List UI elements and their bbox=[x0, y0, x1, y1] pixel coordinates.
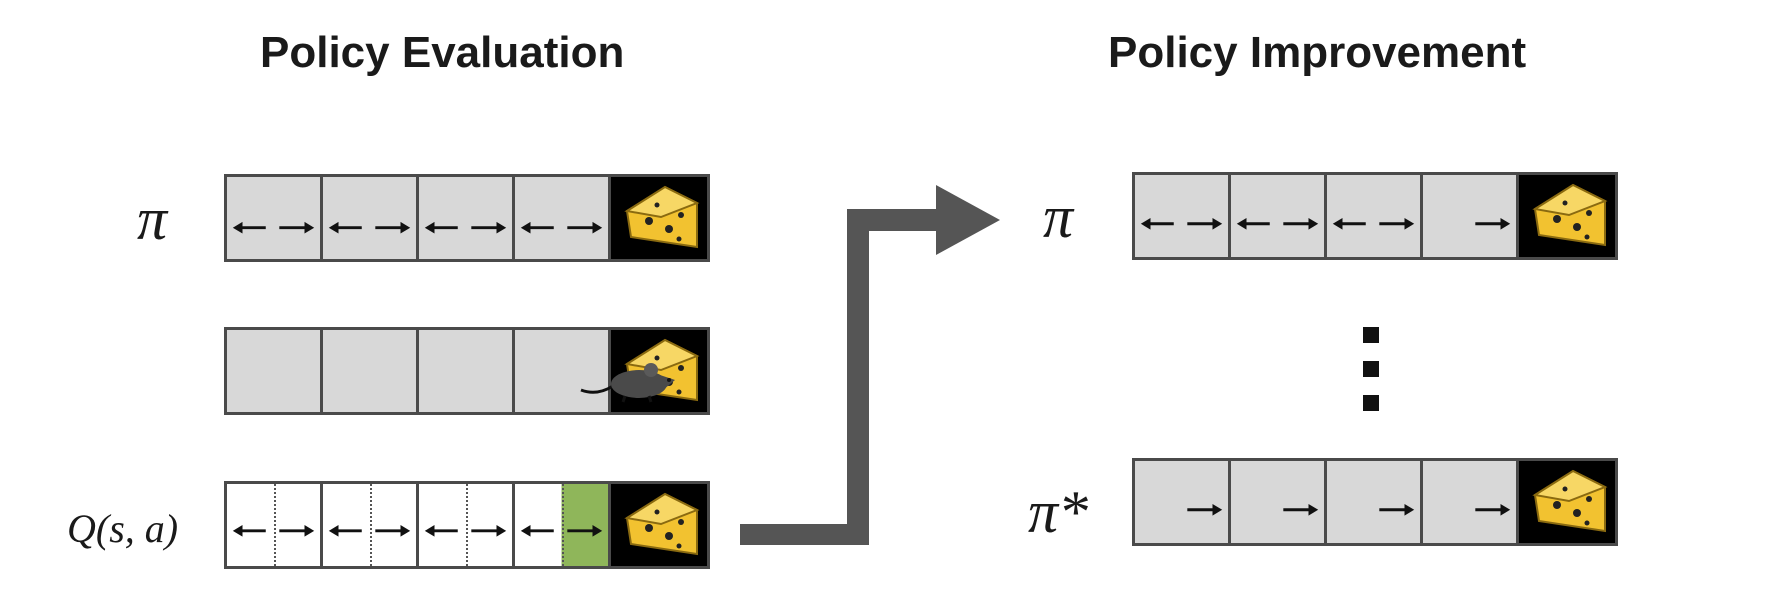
left-right-arrow-icon bbox=[424, 221, 507, 234]
left-right-arrow-icon bbox=[232, 221, 315, 234]
grid-cell bbox=[1423, 175, 1519, 257]
q-values-row bbox=[224, 481, 710, 569]
right-arrow-icon bbox=[1187, 503, 1223, 516]
q-cell bbox=[419, 484, 515, 566]
left-right-arrow-icon bbox=[1140, 217, 1223, 230]
left-right-arrow-icon bbox=[424, 525, 507, 537]
cheese-icon bbox=[624, 492, 700, 556]
q-cell-highlighted bbox=[515, 484, 611, 566]
goal-cell bbox=[611, 484, 707, 566]
left-right-arrow-icon bbox=[520, 221, 603, 234]
pi-label-left: π bbox=[137, 186, 168, 252]
cheese-icon bbox=[1532, 469, 1608, 533]
goal-cell bbox=[1519, 461, 1615, 543]
grid-cell bbox=[515, 330, 611, 412]
vertical-ellipsis-icon bbox=[1363, 327, 1379, 429]
pi-label-right: π bbox=[1043, 184, 1074, 250]
grid-cell bbox=[419, 177, 515, 259]
grid-cell bbox=[323, 330, 419, 412]
grid-cell bbox=[1231, 461, 1327, 543]
right-arrow-icon bbox=[1379, 503, 1415, 516]
cheese-icon bbox=[1532, 183, 1608, 247]
policy-evaluation-title: Policy Evaluation bbox=[260, 28, 625, 77]
left-right-arrow-icon bbox=[520, 525, 603, 537]
process-arrow-icon bbox=[740, 185, 1000, 545]
grid-cell bbox=[1135, 461, 1231, 543]
left-right-arrow-icon bbox=[1332, 217, 1415, 230]
grid-cell bbox=[323, 177, 419, 259]
grid-cell bbox=[1135, 175, 1231, 257]
cheese-icon bbox=[624, 185, 700, 249]
mouse-icon bbox=[580, 363, 675, 403]
grid-cell bbox=[227, 330, 323, 412]
grid-cell bbox=[1231, 175, 1327, 257]
policy-improvement-title: Policy Improvement bbox=[1108, 28, 1527, 77]
goal-cell bbox=[611, 177, 707, 259]
pi-star-label: π* bbox=[1028, 479, 1089, 545]
goal-cell bbox=[1519, 175, 1615, 257]
grid-cell bbox=[1327, 175, 1423, 257]
right-arrow-icon bbox=[1475, 503, 1511, 516]
right-arrow-icon bbox=[1475, 217, 1511, 230]
q-cell bbox=[323, 484, 419, 566]
left-right-arrow-icon bbox=[328, 525, 411, 537]
left-right-arrow-icon bbox=[328, 221, 411, 234]
grid-cell bbox=[419, 330, 515, 412]
grid-cell bbox=[1423, 461, 1519, 543]
episode-row bbox=[224, 327, 710, 415]
improved-policy-row bbox=[1132, 172, 1618, 260]
grid-cell bbox=[227, 177, 323, 259]
right-arrow-icon bbox=[1283, 503, 1319, 516]
optimal-policy-row bbox=[1132, 458, 1618, 546]
left-right-arrow-icon bbox=[232, 525, 315, 537]
left-right-arrow-icon bbox=[1236, 217, 1319, 230]
q-function-label: Q(s, a) bbox=[67, 506, 179, 551]
grid-cell bbox=[1327, 461, 1423, 543]
grid-cell bbox=[515, 177, 611, 259]
eval-policy-row bbox=[224, 174, 710, 262]
goal-cell bbox=[611, 330, 707, 412]
q-cell bbox=[227, 484, 323, 566]
